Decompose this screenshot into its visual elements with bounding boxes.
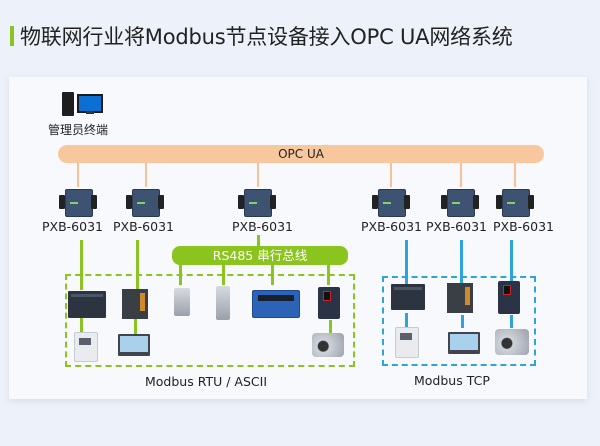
flowmeter-icon <box>174 288 190 316</box>
gateway-label: PXB-6031 <box>493 219 554 234</box>
inverter-icon <box>318 287 340 319</box>
power-meter-icon <box>74 332 98 362</box>
opc-ua-bus: OPC UA <box>58 145 544 163</box>
title-accent-bar <box>10 26 14 46</box>
hmi-panel-icon <box>118 334 150 356</box>
computer-icon <box>62 92 74 116</box>
tcp-link-5 <box>461 315 464 328</box>
rtu-link-5 <box>271 265 274 285</box>
rtu-link-1 <box>80 240 83 290</box>
gateway-device-icon <box>441 186 479 218</box>
tcp-link-1 <box>405 240 408 286</box>
rtu-link-9 <box>329 320 332 334</box>
terminal-label: 管理员终端 <box>48 123 109 137</box>
modbus-tcp-group <box>382 276 536 366</box>
rtu-link-6 <box>327 265 330 285</box>
display-controller-icon <box>252 290 300 318</box>
tcp-link-2 <box>460 240 463 286</box>
gateway-label: PXB-6031 <box>426 219 487 234</box>
opc-link-6 <box>514 163 516 187</box>
opc-link-1 <box>77 163 79 187</box>
pump-icon <box>312 333 344 357</box>
hmi-panel-icon <box>448 332 480 354</box>
tcp-link-4 <box>405 313 408 328</box>
rs485-bus: RS485 串行总线 <box>172 246 348 265</box>
rtu-link-3 <box>179 265 182 285</box>
opc-link-5 <box>460 163 462 187</box>
tcp-group-label: Modbus TCP <box>414 373 490 388</box>
opc-link-4 <box>390 163 392 187</box>
tcp-link-3 <box>510 240 513 282</box>
pump-icon <box>495 329 529 355</box>
rtu-link-8 <box>134 318 137 334</box>
plc-icon <box>68 291 106 318</box>
rs485-link <box>257 235 260 247</box>
tcp-link-6 <box>510 315 513 328</box>
inverter-icon <box>498 281 520 314</box>
gateway-label: PXB-6031 <box>113 219 174 234</box>
page-title: 物联网行业将Modbus节点设备接入OPC UA网络系统 <box>20 25 513 49</box>
modbus-rtu-group <box>65 274 355 367</box>
rtu-link-4 <box>222 265 225 285</box>
monitor-stand-icon <box>86 111 94 114</box>
gateway-device-icon <box>238 186 276 218</box>
plc-icon <box>391 284 425 310</box>
vortex-flowmeter-icon <box>216 286 230 320</box>
gateway-device-icon <box>496 186 534 218</box>
diagram-panel <box>9 77 587 399</box>
gateway-label: PXB-6031 <box>42 219 103 234</box>
plc-cpu-icon <box>447 283 473 313</box>
gateway-label: PXB-6031 <box>232 219 293 234</box>
rtu-link-7 <box>80 318 83 334</box>
opc-link-2 <box>145 163 147 187</box>
rtu-link-2 <box>136 240 139 290</box>
gateway-device-icon <box>126 186 164 218</box>
rtu-group-label: Modbus RTU / ASCII <box>145 374 268 389</box>
gateway-device-icon <box>59 186 97 218</box>
gateway-label: PXB-6031 <box>361 219 422 234</box>
power-meter-icon <box>395 327 419 358</box>
opc-link-3 <box>257 163 259 187</box>
plc-cpu-icon <box>122 289 148 319</box>
gateway-device-icon <box>372 186 410 218</box>
